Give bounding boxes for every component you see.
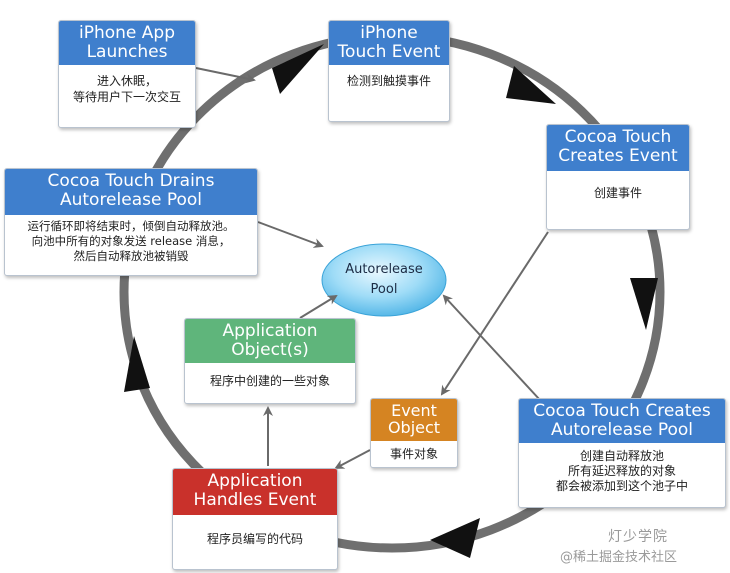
arrow-drains-to-pool bbox=[257, 221, 324, 248]
card-drains-pool-body: 运行循环即将结束时，倾倒自动释放池。 向池中所有的对象发送 release 消息… bbox=[27, 219, 235, 263]
arrow-event-object-to-handles bbox=[334, 449, 371, 469]
card-app-launches: iPhone App Launches 进入休眠， 等待用户下一次交互 bbox=[58, 20, 196, 128]
card-drains-pool-title: Cocoa Touch Drains Autorelease Pool bbox=[5, 169, 257, 215]
ring-arrowhead-bottom bbox=[430, 518, 480, 558]
arrow-creates-event-to-event-object bbox=[440, 231, 549, 396]
card-creates-event-body: 创建事件 bbox=[593, 186, 642, 200]
ring-arrowhead-top bbox=[272, 44, 324, 94]
card-app-objects-title: Application Object(s) bbox=[185, 319, 355, 363]
card-event-object-title: Event Object bbox=[371, 399, 457, 441]
card-app-launches-body: 进入休眠， 等待用户下一次交互 bbox=[72, 74, 181, 104]
card-app-objects-body: 程序中创建的一些对象 bbox=[209, 374, 330, 388]
watermark-line2: @稀土掘金技术社区 bbox=[560, 550, 678, 565]
ring-arrowhead-left bbox=[124, 336, 150, 392]
arrow-launches-to-ring bbox=[195, 67, 256, 84]
card-app-objects: Application Object(s) 程序中创建的一些对象 bbox=[184, 318, 356, 404]
card-handles-event: Application Handles Event 程序员编写的代码 bbox=[172, 468, 338, 570]
ring-arrowhead-right bbox=[630, 278, 658, 330]
arrow-objects-to-pool bbox=[299, 294, 338, 319]
arrow-creates-pool-to-pool bbox=[442, 294, 541, 401]
card-creates-pool-body: 创建自动释放池 所有延迟释放的对象 都会被添加到这个池子中 bbox=[555, 449, 688, 493]
card-touch-event-title: iPhone Touch Event bbox=[329, 21, 449, 65]
watermark: 灯少学院 @稀土掘金技术社区 bbox=[560, 526, 730, 565]
card-creates-pool: Cocoa Touch Creates Autorelease Pool 创建自… bbox=[518, 398, 726, 508]
card-event-object-body: 事件对象 bbox=[389, 447, 438, 461]
card-creates-event-title: Cocoa Touch Creates Event bbox=[547, 125, 689, 171]
card-creates-event: Cocoa Touch Creates Event 创建事件 bbox=[546, 124, 690, 230]
card-touch-event-body: 检测到触摸事件 bbox=[346, 74, 431, 88]
ring-arrowhead-upper-right bbox=[506, 66, 556, 104]
card-creates-pool-title: Cocoa Touch Creates Autorelease Pool bbox=[519, 399, 725, 443]
card-event-object: Event Object 事件对象 bbox=[370, 398, 458, 468]
card-touch-event: iPhone Touch Event 检测到触摸事件 bbox=[328, 20, 450, 122]
card-drains-pool: Cocoa Touch Drains Autorelease Pool 运行循环… bbox=[4, 168, 258, 276]
card-app-launches-title: iPhone App Launches bbox=[59, 21, 195, 65]
card-handles-event-body: 程序员编写的代码 bbox=[206, 532, 303, 546]
watermark-line1: 灯少学院 bbox=[608, 529, 668, 545]
autorelease-pool-ellipse bbox=[321, 243, 447, 317]
autorelease-pool-label: Autorelease Pool bbox=[345, 262, 423, 297]
card-handles-event-title: Application Handles Event bbox=[173, 469, 337, 515]
